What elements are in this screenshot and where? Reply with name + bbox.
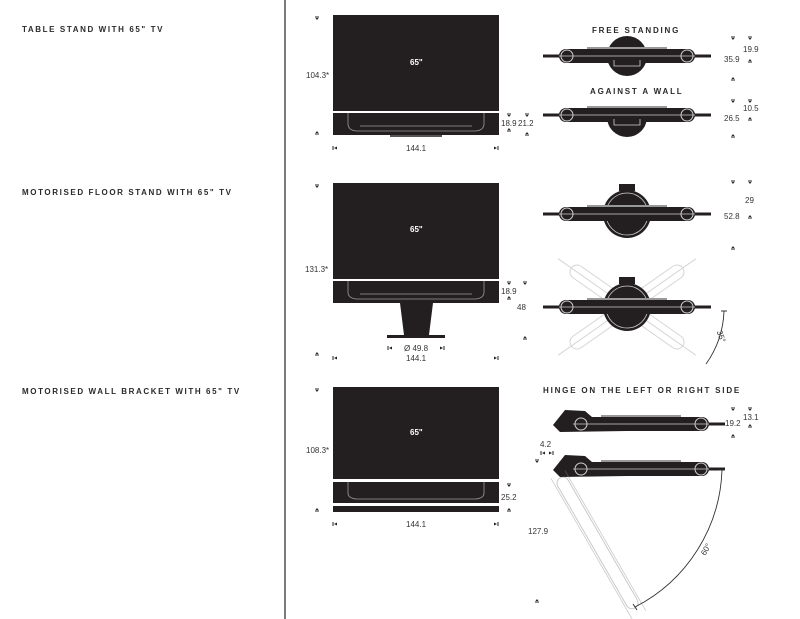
hinge-label: HINGE ON THE LEFT OR RIGHT SIDE <box>543 386 742 395</box>
stand-height-dimension: 18.9 <box>501 287 517 296</box>
hinge-depth: 19.2 <box>725 419 741 428</box>
against-wall-label: AGAINST A WALL <box>590 87 684 96</box>
floor-stand-front-view <box>314 183 528 360</box>
floor-stand-side-view <box>542 180 753 250</box>
section-title-wall-bracket: MOTORISED WALL BRACKET WITH 65" TV <box>22 387 241 396</box>
screen-size-label: 65" <box>410 428 423 437</box>
floor-stand-depth-part: 29 <box>745 196 754 205</box>
section-title-table-stand: TABLE STAND WITH 65" TV <box>22 25 165 34</box>
floor-stand-tilt-view <box>542 258 727 365</box>
base-diameter-dimension: Ø 49.8 <box>404 344 429 353</box>
against-wall-side-view <box>542 99 753 138</box>
width-dimension: 144.1 <box>406 144 427 153</box>
against-wall-depth-part: 10.5 <box>743 104 759 113</box>
hinge-offset: 4.2 <box>540 440 552 449</box>
height-dimension: 104.3* <box>306 71 330 80</box>
free-standing-depth-part: 19.9 <box>743 45 759 54</box>
free-standing-label: FREE STANDING <box>592 26 681 35</box>
floor-stand-depth: 52.8 <box>724 212 740 221</box>
height-dimension: 108.3* <box>306 446 330 455</box>
free-standing-side-view <box>542 36 753 81</box>
width-dimension: 144.1 <box>406 520 427 529</box>
against-wall-depth: 26.5 <box>724 114 740 123</box>
screen-size-label: 65" <box>410 58 423 67</box>
height-dimension: 131.3* <box>305 265 329 274</box>
column-divider <box>284 0 286 619</box>
wall-bracket-front-view <box>314 387 512 526</box>
stand-total-dimension: 21.2 <box>518 119 534 128</box>
stand-height-dimension: 18.9 <box>501 119 517 128</box>
wall-bracket-hinge-view <box>553 407 753 438</box>
width-dimension: 144.1 <box>406 354 427 363</box>
bracket-height-dimension: 25.2 <box>501 493 517 502</box>
screen-size-label: 65" <box>410 225 423 234</box>
section-title-floor-stand: MOTORISED FLOOR STAND WITH 65" TV <box>22 188 233 197</box>
wall-bracket-swing-view <box>534 451 726 619</box>
hinge-depth-part: 13.1 <box>743 413 759 422</box>
table-stand-front-view <box>314 15 530 150</box>
stand-total-dimension: 48 <box>517 303 526 312</box>
free-standing-depth: 35.9 <box>724 55 740 64</box>
swing-depth: 127.9 <box>528 527 549 536</box>
